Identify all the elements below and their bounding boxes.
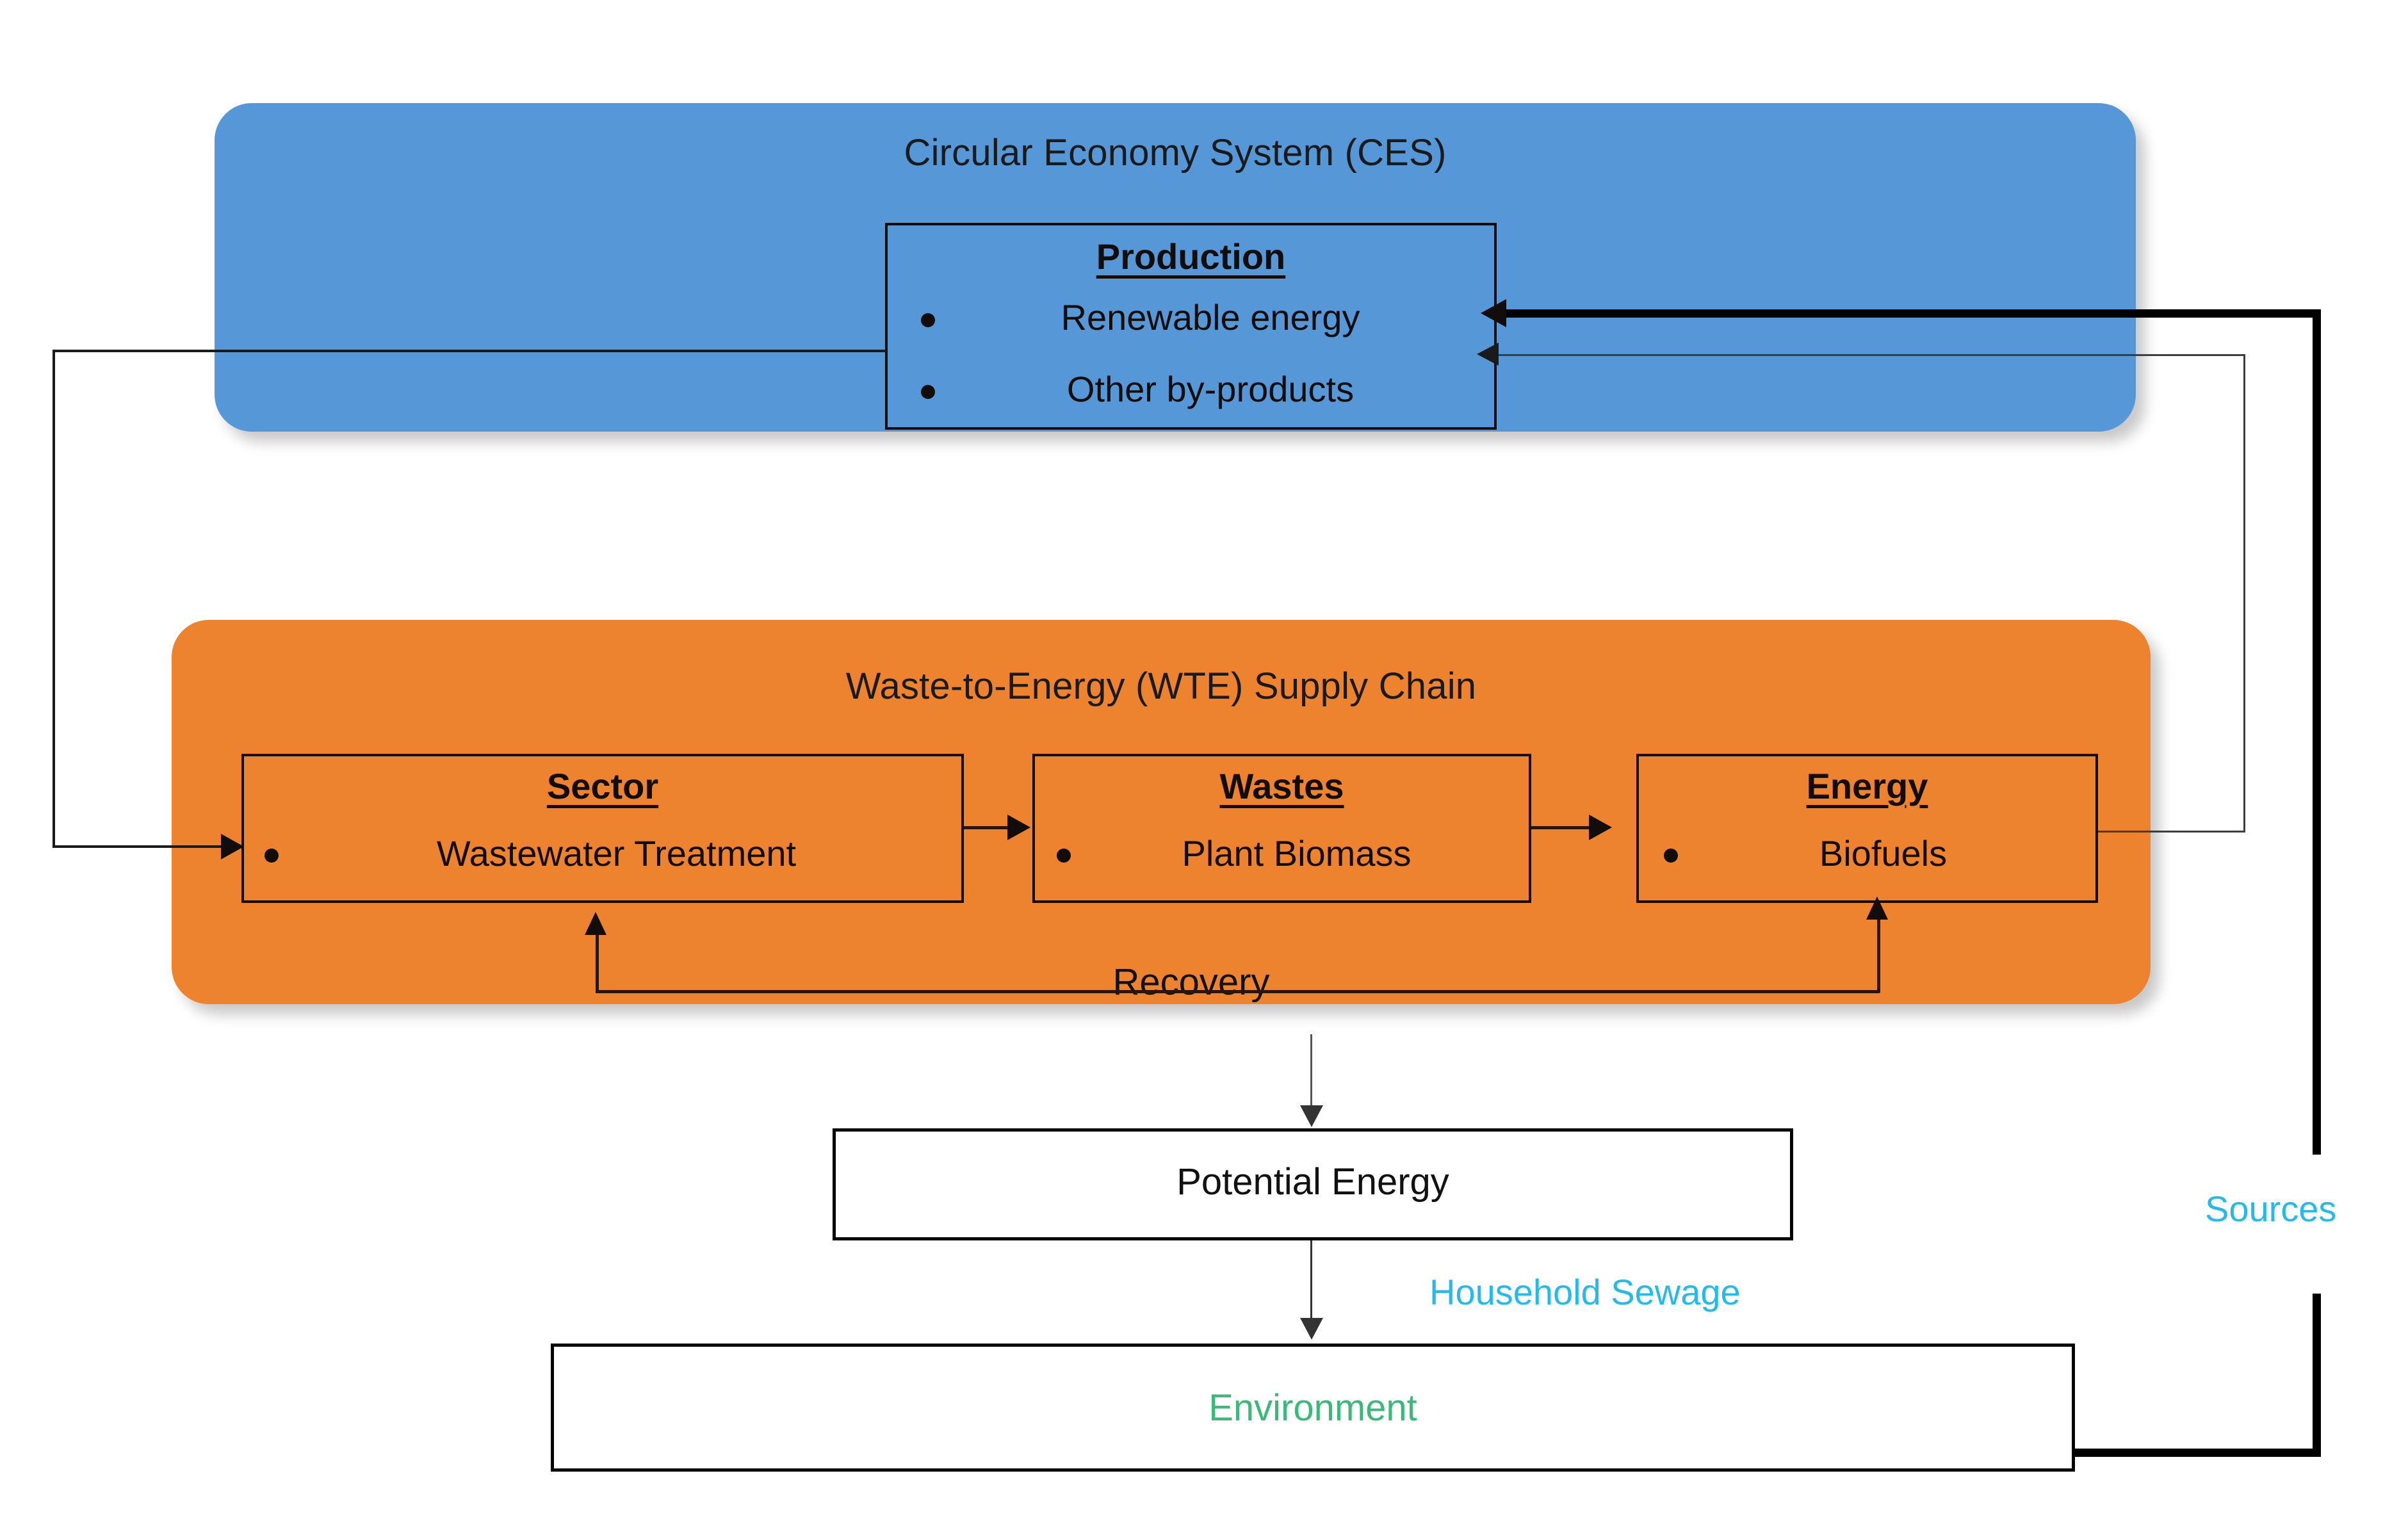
wastes-value: Plant Biomass <box>1182 833 1411 873</box>
potential-energy-node[interactable] <box>833 1128 1793 1240</box>
arrowhead-recovery-into-sector <box>585 912 606 935</box>
sources-loop-top <box>1506 309 2321 318</box>
production-item-renewable-energy: Renewable energy <box>1061 297 1360 337</box>
right-thin-loop-vertical <box>2243 354 2245 831</box>
right-thin-loop-top <box>1499 354 2245 356</box>
arrowhead-left-feedback-into-sector <box>221 834 244 859</box>
arrowhead-sources-into-production <box>1481 299 1506 327</box>
energy-heading: Energy <box>1806 766 1928 806</box>
connector-recovery-to-potential-energy <box>1310 1034 1312 1108</box>
arrowhead-recovery-into-energy <box>1866 897 1888 920</box>
connector-potential-energy-to-environment <box>1310 1240 1312 1319</box>
sources-loop-vertical-upper <box>2313 309 2321 1155</box>
left-feedback-bottom-segment <box>53 845 225 848</box>
energy-value: Biofuels <box>1819 833 1948 873</box>
sector-value: Wastewater Treatment <box>436 833 797 873</box>
ces-panel <box>215 103 2136 432</box>
arrowhead-wastes-to-energy <box>1589 815 1612 840</box>
wastes-bullet <box>1057 849 1071 863</box>
environment-label: Environment <box>1208 1387 1417 1429</box>
sources-loop-vertical-lower <box>2313 1294 2321 1457</box>
wastes-node[interactable] <box>1032 754 1531 903</box>
potential-energy-label: Potential Energy <box>1176 1161 1449 1203</box>
environment-node[interactable] <box>551 1344 2075 1472</box>
household-sewage-label: Household Sewage <box>1429 1272 1741 1312</box>
recovery-horizontal <box>596 990 1880 993</box>
sector-node[interactable] <box>241 754 964 903</box>
arrowhead-sector-to-wastes <box>1007 815 1030 840</box>
connector-wastes-to-energy <box>1531 826 1589 829</box>
wastes-heading: Wastes <box>1219 766 1344 806</box>
right-thin-loop-bottom <box>2098 831 2245 833</box>
sector-heading: Sector <box>546 766 659 806</box>
arrowhead-into-potential-energy <box>1300 1105 1323 1127</box>
wte-panel-title: Waste-to-Energy (WTE) Supply Chain <box>845 665 1477 707</box>
sources-loop-bottom <box>2072 1449 2321 1457</box>
recovery-riser-from-energy <box>1877 903 1880 993</box>
left-feedback-vertical <box>53 350 55 847</box>
ces-panel-title: Circular Economy System (CES) <box>904 132 1447 174</box>
sources-label: Sources <box>2205 1189 2337 1229</box>
recovery-label: Recovery <box>1112 961 1270 1003</box>
arrowhead-into-environment <box>1300 1318 1323 1340</box>
connector-sector-to-wastes <box>964 826 1007 829</box>
production-heading: Production <box>1096 236 1286 277</box>
energy-bullet <box>1664 849 1678 863</box>
recovery-riser-into-sector <box>596 935 599 993</box>
left-feedback-top-segment <box>53 350 886 352</box>
production-bullet-2 <box>921 385 935 399</box>
arrowhead-thin-loop-into-production <box>1477 343 1499 366</box>
production-bullet-1 <box>921 313 935 327</box>
wte-panel <box>172 620 2151 1004</box>
sector-bullet <box>264 849 279 863</box>
production-item-other-by-products: Other by-products <box>1066 369 1354 409</box>
